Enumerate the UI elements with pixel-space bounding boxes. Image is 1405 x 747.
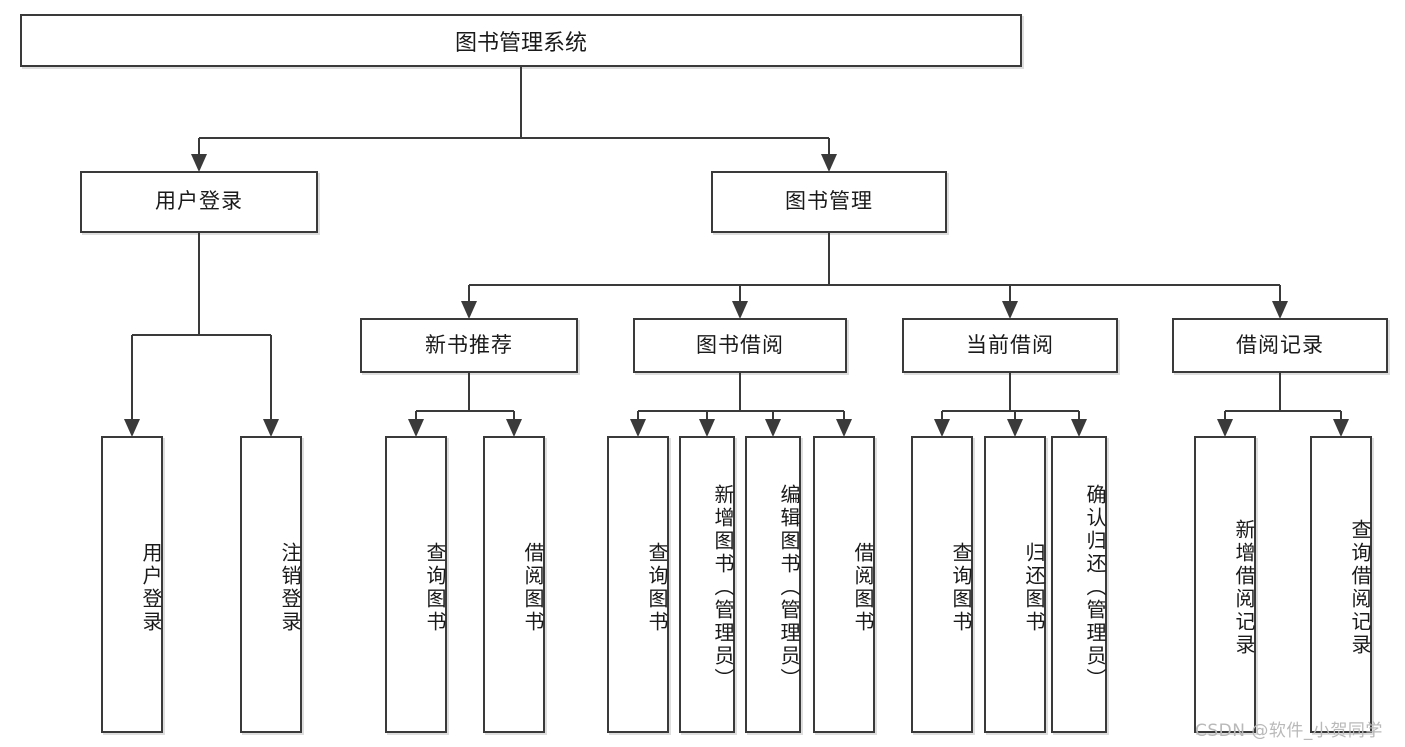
node-book-borrow[interactable]: 图书借阅 (633, 318, 847, 373)
node-leaf-edit-book[interactable]: 编辑图书（管理员） (745, 436, 801, 733)
arrowhead-user-login (191, 154, 207, 172)
connector-borrow-record-bus-line (1225, 409, 1341, 412)
arrowhead-leaf-user-login (124, 419, 140, 437)
node-label: 归还图书 (1022, 541, 1046, 634)
node-label: 新书推荐 (425, 332, 513, 357)
node-leaf-query-record[interactable]: 查询借阅记录 (1310, 436, 1372, 733)
connector-user-login-bus-line (132, 333, 271, 336)
arrowhead-borrow-record (1272, 301, 1288, 319)
connector-current-borrow-to-leaf-query-book-3 (940, 411, 943, 420)
arrowhead-leaf-add-book (699, 419, 715, 437)
node-book-management-system[interactable]: 图书管理系统 (20, 14, 1022, 67)
arrowhead-new-book-recommend (461, 301, 477, 319)
node-book-management[interactable]: 图书管理 (711, 171, 947, 233)
connector-new-book-recommend-to-leaf-query-book-1 (414, 411, 417, 420)
connector-book-borrow-to-leaf-query-book-2 (636, 411, 639, 420)
node-label: 编辑图书（管理员） (777, 484, 801, 691)
node-leaf-query-book-3[interactable]: 查询图书 (911, 436, 973, 733)
node-label: 用户登录 (155, 189, 243, 214)
connector-user-login-stem-line (197, 233, 200, 335)
arrowhead-leaf-user-logout (263, 419, 279, 437)
arrowhead-leaf-return-book (1007, 419, 1023, 437)
node-leaf-user-logout[interactable]: 注销登录 (240, 436, 302, 733)
node-label: 查询图书 (949, 541, 973, 634)
connector-borrow-record-to-leaf-query-record (1339, 411, 1342, 420)
arrowhead-book-borrow (732, 301, 748, 319)
node-leaf-add-book[interactable]: 新增图书（管理员） (679, 436, 735, 733)
connector-book-management-to-new-book-recommend (467, 285, 470, 302)
arrowhead-leaf-add-record (1217, 419, 1233, 437)
node-label: 图书管理系统 (454, 30, 587, 56)
connector-new-book-recommend-stem-line (467, 373, 470, 411)
connector-book-management-to-current-borrow (1008, 285, 1011, 302)
arrowhead-leaf-query-book-1 (408, 419, 424, 437)
arrowhead-leaf-edit-book (765, 419, 781, 437)
node-label: 用户登录 (139, 541, 163, 634)
connector-book-borrow-bus-line (638, 409, 844, 412)
connector-current-borrow-stem-line (1008, 373, 1011, 411)
node-leaf-return-book[interactable]: 归还图书 (984, 436, 1046, 733)
arrowhead-current-borrow (1002, 301, 1018, 319)
connector-book-borrow-to-leaf-borrow-book-2 (842, 411, 845, 420)
node-label: 查询借阅记录 (1348, 518, 1372, 657)
node-label: 借阅图书 (851, 541, 875, 634)
arrowhead-leaf-borrow-book-2 (836, 419, 852, 437)
node-label: 借阅记录 (1236, 332, 1324, 357)
connector-book-management-to-borrow-record (1278, 285, 1281, 302)
node-label: 图书借阅 (696, 332, 784, 357)
node-current-borrow[interactable]: 当前借阅 (902, 318, 1118, 373)
connector-user-login-to-leaf-user-logout (269, 335, 272, 420)
node-label: 注销登录 (278, 541, 302, 634)
node-label: 图书管理 (785, 189, 873, 214)
node-label: 新增借阅记录 (1232, 518, 1256, 657)
connector-root-bus-line (199, 136, 829, 139)
connector-book-borrow-to-leaf-add-book (705, 411, 708, 420)
connector-book-borrow-to-leaf-edit-book (771, 411, 774, 420)
arrowhead-leaf-confirm-return (1071, 419, 1087, 437)
connector-book-management-stem-line (827, 233, 830, 285)
node-leaf-add-record[interactable]: 新增借阅记录 (1194, 436, 1256, 733)
node-leaf-borrow-book-2[interactable]: 借阅图书 (813, 436, 875, 733)
csdn-watermark: CSDN @软件_小贺同学 (1195, 721, 1383, 741)
connector-current-borrow-to-leaf-return-book (1013, 411, 1016, 420)
connector-borrow-record-to-leaf-add-record (1223, 411, 1226, 420)
node-borrow-record[interactable]: 借阅记录 (1172, 318, 1388, 373)
connector-root-stem-line (519, 67, 522, 138)
node-user-login[interactable]: 用户登录 (80, 171, 318, 233)
node-leaf-confirm-return[interactable]: 确认归还（管理员） (1051, 436, 1107, 733)
connector-new-book-recommend-bus-line (416, 409, 514, 412)
connector-book-management-bus-line (469, 283, 1280, 286)
arrowhead-leaf-query-record (1333, 419, 1349, 437)
connector-root-to-user-login (197, 138, 200, 155)
node-leaf-query-book-1[interactable]: 查询图书 (385, 436, 447, 733)
node-leaf-borrow-book-1[interactable]: 借阅图书 (483, 436, 545, 733)
node-leaf-query-book-2[interactable]: 查询图书 (607, 436, 669, 733)
connector-current-borrow-to-leaf-confirm-return (1077, 411, 1080, 420)
connector-user-login-to-leaf-user-login (130, 335, 133, 420)
arrowhead-leaf-borrow-book-1 (506, 419, 522, 437)
node-label: 确认归还（管理员） (1083, 484, 1107, 691)
node-label: 借阅图书 (521, 541, 545, 634)
connector-current-borrow-bus-line (942, 409, 1079, 412)
node-label: 查询图书 (423, 541, 447, 634)
arrowhead-leaf-query-book-3 (934, 419, 950, 437)
node-new-book-recommend[interactable]: 新书推荐 (360, 318, 578, 373)
connector-new-book-recommend-to-leaf-borrow-book-1 (512, 411, 515, 420)
node-label: 新增图书（管理员） (711, 484, 735, 691)
connector-book-management-to-book-borrow (738, 285, 741, 302)
node-label: 当前借阅 (966, 332, 1054, 357)
connector-borrow-record-stem-line (1278, 373, 1281, 411)
connector-book-borrow-stem-line (738, 373, 741, 411)
arrowhead-leaf-query-book-2 (630, 419, 646, 437)
node-label: 查询图书 (645, 541, 669, 634)
node-leaf-user-login[interactable]: 用户登录 (101, 436, 163, 733)
arrowhead-book-manage (821, 154, 837, 172)
connector-root-to-book-manage (827, 138, 830, 155)
